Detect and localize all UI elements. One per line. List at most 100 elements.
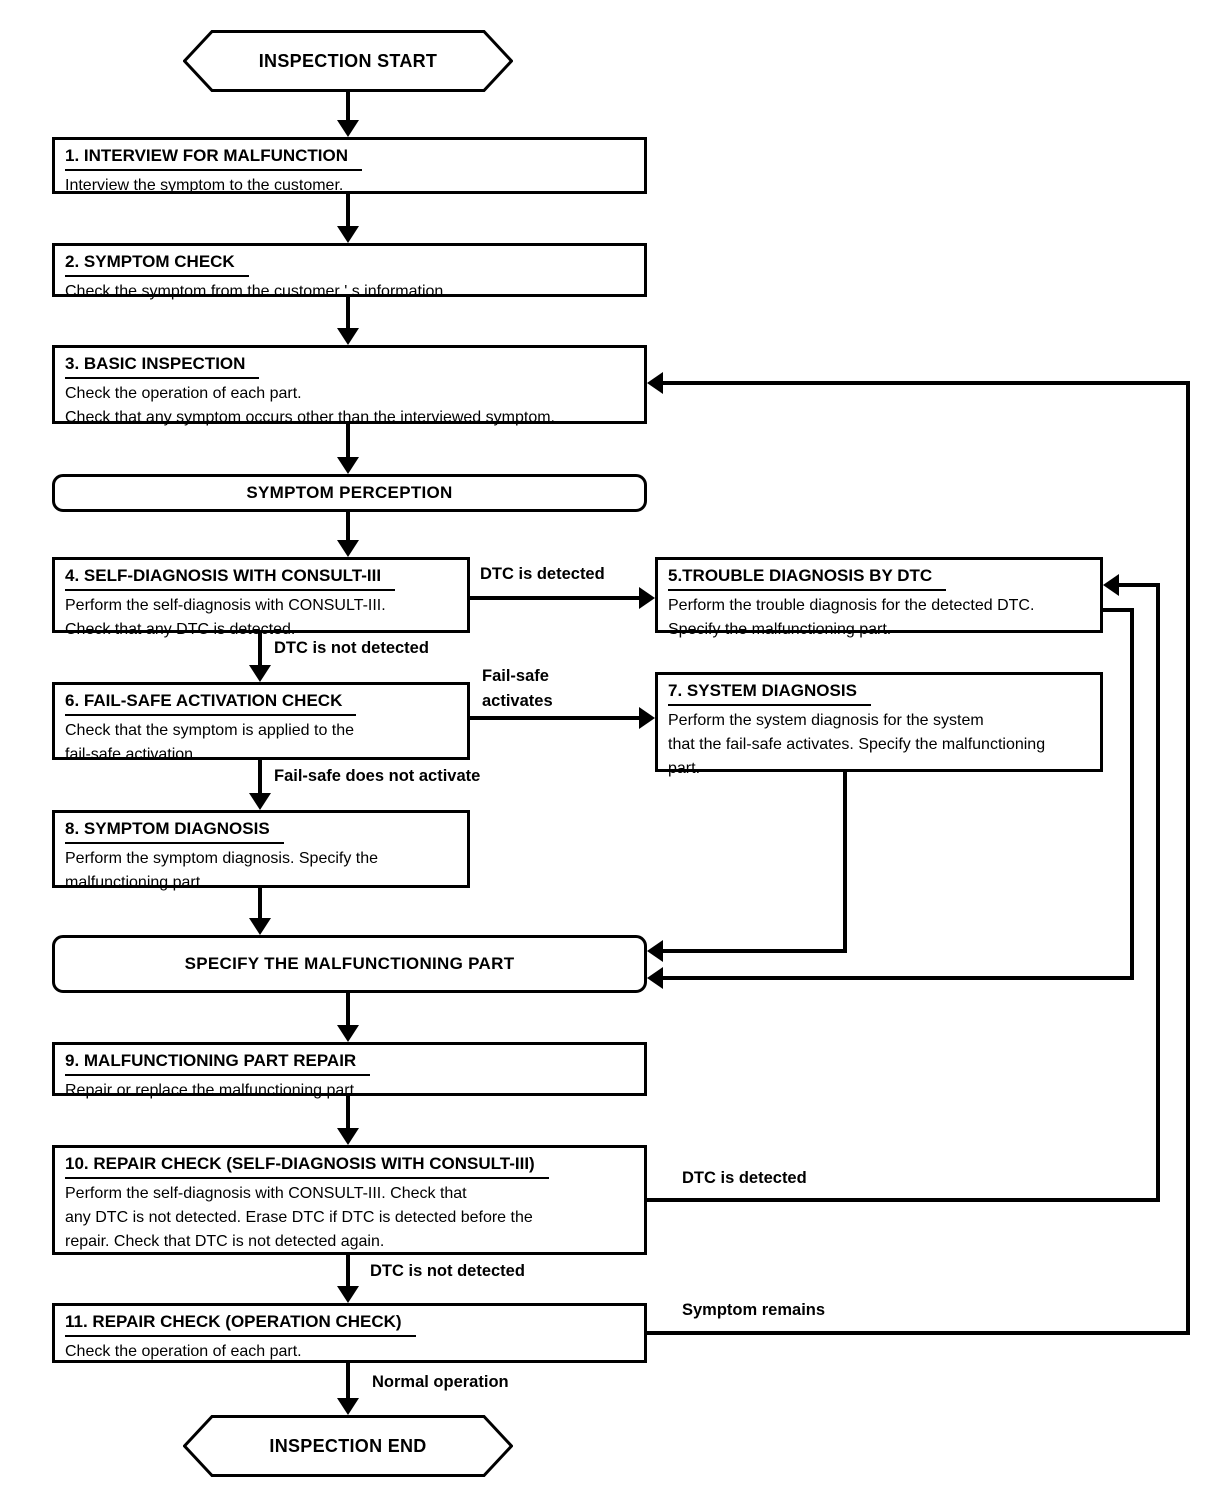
edge-label-dtc-not-detected-bottom: DTC is not detected (370, 1262, 525, 1280)
feedback-s5-specify-exit (1103, 608, 1134, 612)
hexagon-shape (183, 30, 513, 92)
arrowhead-s4-s5 (639, 587, 655, 609)
arrowhead-s5-specify (647, 967, 663, 989)
connector-s9-s10 (346, 1096, 350, 1128)
arrowhead-s8-specify (249, 918, 271, 935)
step-2-text: Check the symptom from the customer ' s … (65, 283, 448, 300)
step-3-text: Check the operation of each part. (65, 385, 302, 402)
end-terminal-label: INSPECTION END (269, 1435, 427, 1456)
feedback-s5-specify-vertical (1130, 608, 1134, 980)
step-11-title: 11. REPAIR CHECK (OPERATION CHECK) (65, 1311, 416, 1337)
edge-label-symptom-remains: Symptom remains (682, 1301, 826, 1319)
edge-label-dtc-not-detected-top: DTC is not detected (274, 639, 429, 657)
step-9-box: 9. MALFUNCTIONING PART REPAIR Repair or … (52, 1042, 647, 1099)
arrowhead-specify-s9 (337, 1025, 359, 1042)
step-9-title: 9. MALFUNCTIONING PART REPAIR (65, 1050, 371, 1076)
arrowhead-s3-perception (337, 457, 359, 474)
specify-part-node: SPECIFY THE MALFUNCTIONING PART (52, 935, 647, 993)
connector-s2-s3 (346, 297, 350, 328)
step-1-title: 1. INTERVIEW FOR MALFUNCTION (65, 145, 363, 171)
arrowhead-start-s1 (337, 120, 359, 137)
hexagon-shape (183, 1415, 513, 1477)
connector-s11-end (346, 1363, 350, 1398)
symptom-perception-label: SYMPTOM PERCEPTION (246, 483, 453, 502)
connector-start-s1 (346, 92, 350, 120)
step-4-text: Check that any DTC is detected. (65, 621, 296, 638)
step-4-box: 4. SELF-DIAGNOSIS WITH CONSULT-III Perfo… (52, 557, 470, 638)
connector-s3-perception (346, 424, 350, 457)
feedback-s7-specify-horizontal (663, 949, 847, 953)
connector-s1-s2 (346, 194, 350, 226)
feedback-s10-s5-horizontal (647, 1198, 1160, 1202)
step-3-box: 3. BASIC INSPECTION Check the operation … (52, 345, 647, 426)
specify-part-label: SPECIFY THE MALFUNCTIONING PART (184, 954, 515, 973)
symptom-perception-node: SYMPTOM PERCEPTION (52, 474, 647, 512)
step-8-text: Perform the symptom diagnosis. Specify t… (65, 850, 379, 867)
step-10-text: Perform the self-diagnosis with CONSULT-… (65, 1185, 467, 1202)
edge-label-fail-safe-does-not-activate: Fail-safe does not activate (274, 767, 481, 785)
connector-s4-s5 (470, 596, 641, 600)
step-4-text: Perform the self-diagnosis with CONSULT-… (65, 597, 386, 614)
connector-s6-s7 (470, 716, 641, 720)
step-4-title: 4. SELF-DIAGNOSIS WITH CONSULT-III (65, 565, 396, 591)
edge-label-dtc-detected-top: DTC is detected (480, 565, 605, 583)
step-11-text: Check the operation of each part. (65, 1343, 302, 1360)
connector-perception-s4 (346, 512, 350, 540)
connector-s6-s8 (258, 760, 262, 793)
feedback-s5-specify-horizontal (663, 976, 1134, 980)
arrowhead-s11-end (337, 1398, 359, 1415)
start-terminal-label: INSPECTION START (258, 50, 438, 71)
arrowhead-s2-s3 (337, 328, 359, 345)
step-6-title: 6. FAIL-SAFE ACTIVATION CHECK (65, 690, 357, 716)
step-10-text: repair. Check that DTC is not detected a… (65, 1233, 385, 1250)
step-6-box: 6. FAIL-SAFE ACTIVATION CHECK Check that… (52, 682, 470, 763)
step-2-box: 2. SYMPTOM CHECK Check the symptom from … (52, 243, 647, 300)
step-5-box: 5.TROUBLE DIAGNOSIS BY DTC Perform the t… (655, 557, 1103, 638)
arrowhead-s7-specify (647, 940, 663, 962)
arrowhead-s9-s10 (337, 1128, 359, 1145)
feedback-s7-specify-vertical (843, 772, 847, 953)
step-7-title: 7. SYSTEM DIAGNOSIS (668, 680, 871, 706)
step-7-box: 7. SYSTEM DIAGNOSIS Perform the system d… (655, 672, 1103, 777)
step-6-text: Check that the symptom is applied to the (65, 722, 355, 739)
step-3-text: Check that any symptom occurs other than… (65, 409, 555, 426)
end-terminal: INSPECTION END (183, 1415, 513, 1477)
arrowhead-s4-s6 (249, 665, 271, 682)
step-8-text: malfunctioning part. (65, 874, 205, 891)
step-1-text: Interview the symptom to the customer. (65, 177, 344, 194)
feedback-s11-s3-horizontal (647, 1331, 1190, 1335)
connector-specify-s9 (346, 993, 350, 1025)
arrowhead-s1-s2 (337, 226, 359, 243)
arrowhead-perception-s4 (337, 540, 359, 557)
step-2-title: 2. SYMPTOM CHECK (65, 251, 249, 277)
start-terminal: INSPECTION START (183, 30, 513, 92)
step-6-text: fail-safe activation. (65, 746, 198, 763)
step-1-box: 1. INTERVIEW FOR MALFUNCTION Interview t… (52, 137, 647, 194)
feedback-s10-s5-vertical (1156, 583, 1160, 1202)
connector-s4-s6 (258, 633, 262, 665)
step-8-box: 8. SYMPTOM DIAGNOSIS Perform the symptom… (52, 810, 470, 891)
feedback-s11-s3-vertical (1186, 381, 1190, 1335)
connector-s10-s11 (346, 1255, 350, 1286)
step-10-text: any DTC is not detected. Erase DTC if DT… (65, 1209, 533, 1226)
step-10-title: 10. REPAIR CHECK (SELF-DIAGNOSIS WITH CO… (65, 1153, 549, 1179)
arrowhead-s10-s5 (1103, 574, 1119, 596)
edge-label-fail-safe-activates: Fail-safe (482, 667, 549, 685)
feedback-s11-s3-entry (663, 381, 1190, 385)
arrowhead-s10-s11 (337, 1286, 359, 1303)
step-5-text: Perform the trouble diagnosis for the de… (668, 597, 1035, 614)
edge-label-normal-operation: Normal operation (372, 1373, 509, 1391)
step-7-text: that the fail-safe activates. Specify th… (668, 736, 1046, 753)
arrowhead-s6-s8 (249, 793, 271, 810)
edge-label-dtc-detected-bottom: DTC is detected (682, 1169, 807, 1187)
step-10-box: 10. REPAIR CHECK (SELF-DIAGNOSIS WITH CO… (52, 1145, 647, 1255)
step-3-title: 3. BASIC INSPECTION (65, 353, 260, 379)
feedback-s10-s5-entry (1119, 583, 1160, 587)
step-9-text: Repair or replace the malfunctioning par… (65, 1082, 359, 1099)
arrowhead-s11-s3 (647, 372, 663, 394)
edge-label-fail-safe-activates: activates (482, 692, 553, 710)
arrowhead-s6-s7 (639, 707, 655, 729)
connector-s8-specify (258, 888, 262, 918)
step-7-text: Perform the system diagnosis for the sys… (668, 712, 984, 729)
